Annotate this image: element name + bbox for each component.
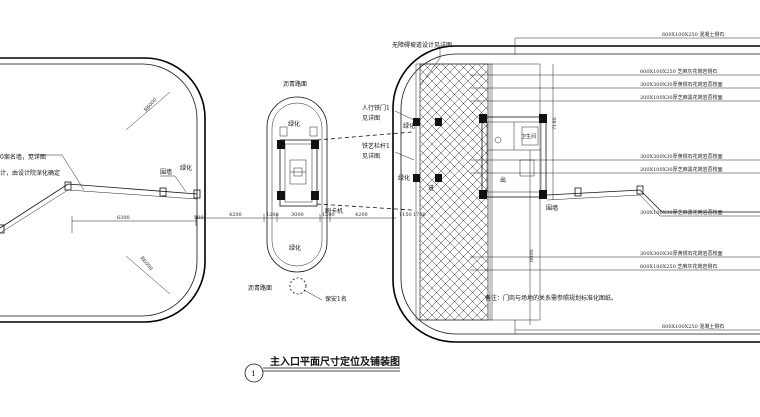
material-label: 300X300X30厚黄锈石花岗岩荔枝面 (640, 153, 723, 160)
material-callouts: 600X100X250 混凝土侧石 600X100X250 芝麻灰花岗岩侧石 3… (470, 31, 760, 334)
center-island: 沥青路面 绿化 绿化 沥青路面 刷卡机 保安1名 4200 1200 3000 … (195, 80, 413, 303)
material-callout: 600X100X250 混凝土侧石 (514, 31, 760, 54)
wall-note-1: 0案名墙，见详图 (0, 153, 46, 161)
material-label: 300X300X30厚黄锈石花岗岩荔枝面 (640, 250, 723, 257)
ped-gate-line-2: 见详图 (362, 114, 380, 122)
green-top: 绿化 (288, 120, 300, 128)
entrance-label: 进 (428, 184, 434, 192)
guard-label: 保安1名 (325, 295, 347, 303)
material-label: 600X100X250 芝麻灰花岗岩侧石 (640, 263, 717, 270)
drawing-title-block: 1 主入口平面尺寸定位及铺装图 (244, 355, 400, 383)
material-callout: 300X100X30厚芝麻黑花岗岩荔枝面 (640, 209, 723, 216)
dim-radius-top: R6000 (143, 97, 158, 113)
remark-note: 备注：门岗与场地的关系需参照规划标准化图纸。 (485, 294, 617, 302)
dim-vertical-a: 7180 (552, 117, 558, 130)
right-plan: 无障碍坡道设计见详图 人行铁门1 见详图 铁艺栏杆1 见详图 绿化 绿化 进 出… (362, 41, 760, 343)
material-callout: 300X300X30厚黄锈石花岗岩荔枝面 (470, 153, 760, 161)
material-label: 600X100X250 芝麻灰花岗岩侧石 (640, 68, 717, 75)
drawing-title: 主入口平面尺寸定位及铺装图 (270, 355, 400, 368)
material-label: 300X300X30厚黄锈石花岗岩荔枝面 (640, 81, 723, 88)
exit-label: 出 (500, 176, 506, 184)
ramp-note: 无障碍坡道设计见详图 (392, 41, 452, 49)
left-green-label: 绿化 (180, 164, 192, 172)
material-label: 200X100X30厚芝麻黑花岗岩荔枝面 (640, 94, 723, 101)
dim-1200-b: 1200 (322, 212, 335, 218)
drawing-number: 1 (251, 369, 256, 378)
material-callout: 300X300X30厚黄锈石花岗岩荔枝面 (470, 81, 760, 89)
iron-gate-line-2: 见详图 (362, 152, 380, 160)
material-label: 600X100X250 混凝土侧石 (662, 31, 724, 38)
wall-note-2: 计，由设计院深化确定 (0, 169, 60, 177)
material-callout: 300X300X30厚黄锈石花岗岩荔枝面 (470, 250, 760, 258)
material-label: 300X100X30厚芝麻黑花岗岩荔枝面 (640, 209, 723, 216)
right-green-2: 绿化 (398, 174, 410, 182)
asphalt-top: 沥青路面 (283, 80, 307, 88)
green-bottom: 绿化 (289, 244, 301, 252)
material-callout: 200X100X30厚芝麻黑花岗岩荔枝面 (470, 166, 760, 174)
dim-3000: 3000 (291, 212, 304, 218)
left-fence-label: 围墙 (160, 168, 172, 176)
material-label: 600X100X250 混凝土侧石 (662, 323, 724, 330)
material-callout: 600X100X250 混凝土侧石 (514, 320, 760, 334)
ped-gate-line-1: 人行铁门1 (362, 104, 390, 112)
right-green-1: 绿化 (403, 122, 415, 130)
restroom-label: 卫生间 (521, 133, 536, 140)
dim-4200-right: 4200 (355, 212, 368, 218)
iron-gate-line-1: 铁艺栏杆1 (362, 142, 390, 150)
dim-1700: 1700 (413, 212, 426, 218)
material-callout: 600X100X250 芝麻灰花岗岩侧石 (470, 68, 760, 76)
dim-width: 6300 (117, 215, 130, 221)
right-fence-label: 围墙 (546, 204, 558, 212)
left-plan: 0案名墙，见详图 计，由设计院深化确定 围墙 绿化 R6000 R6000 63… (0, 57, 206, 323)
asphalt-bottom: 沥青路面 (248, 284, 272, 292)
dim-vertical-b: 6000 (529, 249, 535, 262)
dim-1200-a: 1200 (266, 212, 279, 218)
dim-4200-left: 4200 (229, 212, 242, 218)
material-callout: 600X100X250 芝麻灰花岗岩侧石 (470, 263, 760, 271)
dim-radius-bottom: R6000 (138, 255, 153, 271)
material-callout: 200X100X30厚芝麻黑花岗岩荔枝面 (470, 94, 760, 102)
material-label: 200X100X30厚芝麻黑花岗岩荔枝面 (640, 166, 723, 173)
card-reader-label: 刷卡机 (325, 207, 343, 215)
dim-1150: 1150 (399, 212, 412, 218)
